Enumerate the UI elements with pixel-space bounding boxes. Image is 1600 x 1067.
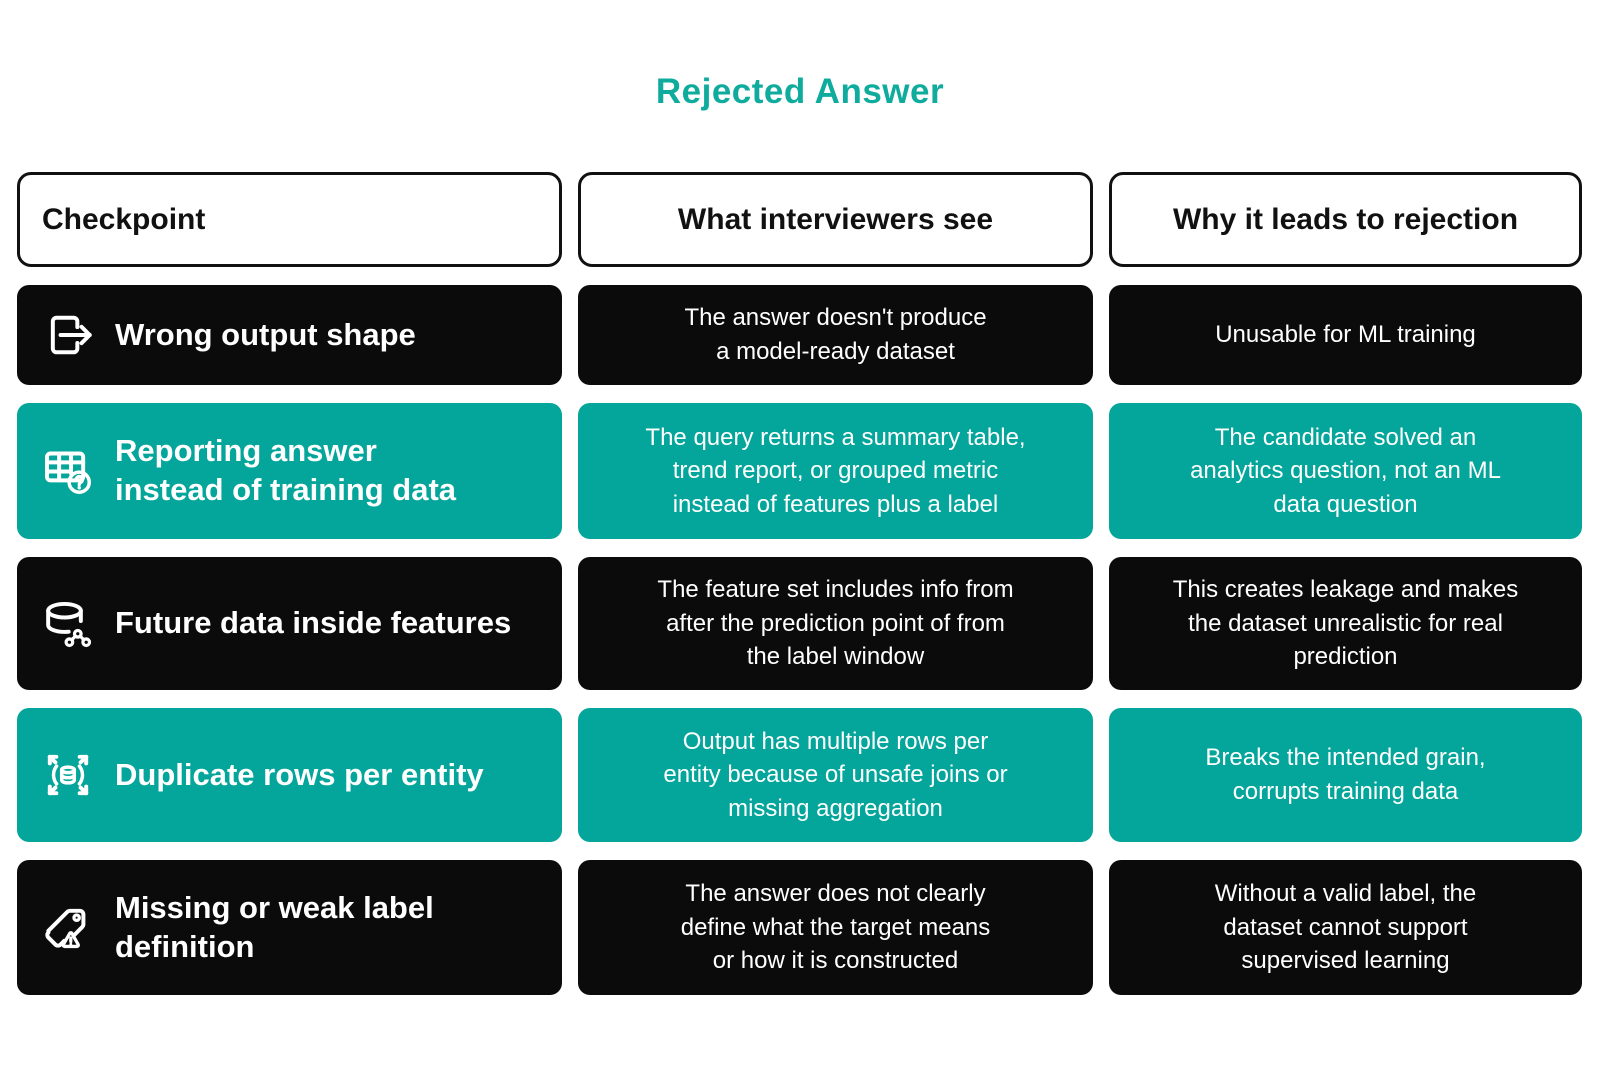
cell-text: Breaks the intended grain, corrupts trai…: [1205, 744, 1486, 805]
column-header-what-interviewers-see: What interviewers see: [578, 172, 1093, 267]
table-cell-why-future-data: This creates leakage and makes the datas…: [1109, 557, 1582, 690]
tag-warning-icon: [39, 899, 97, 957]
table-row-checkpoint-missing-label: Missing or weak label definition: [17, 860, 562, 995]
table-cell-why-reporting-answer: The candidate solved an analytics questi…: [1109, 403, 1582, 539]
report-table-question-icon: [39, 442, 97, 500]
export-arrow-icon: [39, 306, 97, 364]
column-header-checkpoint: Checkpoint: [17, 172, 562, 267]
table-cell-why-duplicate-rows: Breaks the intended grain, corrupts trai…: [1109, 708, 1582, 842]
table-row-checkpoint-duplicate-rows: Duplicate rows per entity: [17, 708, 562, 842]
cell-text: The query returns a summary table, trend…: [645, 423, 1026, 518]
table-row-checkpoint-reporting-answer: Reporting answer instead of training dat…: [17, 403, 562, 539]
table-cell-sees-missing-label: The answer does not clearly define what …: [578, 860, 1093, 995]
comparison-table: Checkpoint What interviewers see Why it …: [17, 172, 1582, 995]
checkpoint-label: Future data inside features: [115, 605, 512, 641]
checkpoint-label: Wrong output shape: [115, 316, 416, 352]
cell-text: Unusable for ML training: [1215, 321, 1476, 349]
cell-text: Output has multiple rows per entity beca…: [663, 727, 1008, 822]
cell-text: Without a valid label, the dataset canno…: [1214, 880, 1477, 975]
column-header-why-rejection: Why it leads to rejection: [1109, 172, 1582, 267]
expand-database-icon: [39, 746, 97, 804]
table-cell-why-wrong-output-shape: Unusable for ML training: [1109, 285, 1582, 385]
table-row-checkpoint-future-data: Future data inside features: [17, 557, 562, 690]
table-cell-sees-duplicate-rows: Output has multiple rows per entity beca…: [578, 708, 1093, 842]
table-row-checkpoint-wrong-output-shape: Wrong output shape: [17, 285, 562, 385]
table-cell-sees-wrong-output-shape: The answer doesn't produce a model-ready…: [578, 285, 1093, 385]
table-cell-sees-reporting-answer: The query returns a summary table, trend…: [578, 403, 1093, 539]
table-cell-why-missing-label: Without a valid label, the dataset canno…: [1109, 860, 1582, 995]
cell-text: This creates leakage and makes the datas…: [1172, 576, 1519, 671]
cell-text: The answer doesn't produce a model-ready…: [684, 304, 987, 365]
checkpoint-label: Reporting answer instead of training dat…: [115, 433, 457, 507]
table-cell-sees-future-data: The feature set includes info from after…: [578, 557, 1093, 690]
checkpoint-label: Missing or weak label definition: [115, 889, 434, 964]
checkpoint-label: Duplicate rows per entity: [115, 756, 484, 792]
database-graph-icon: [39, 595, 97, 653]
cell-text: The feature set includes info from after…: [657, 576, 1014, 671]
cell-text: The candidate solved an analytics questi…: [1190, 423, 1501, 518]
cell-text: The answer does not clearly define what …: [680, 880, 991, 975]
page-title: Rejected Answer: [655, 72, 945, 111]
